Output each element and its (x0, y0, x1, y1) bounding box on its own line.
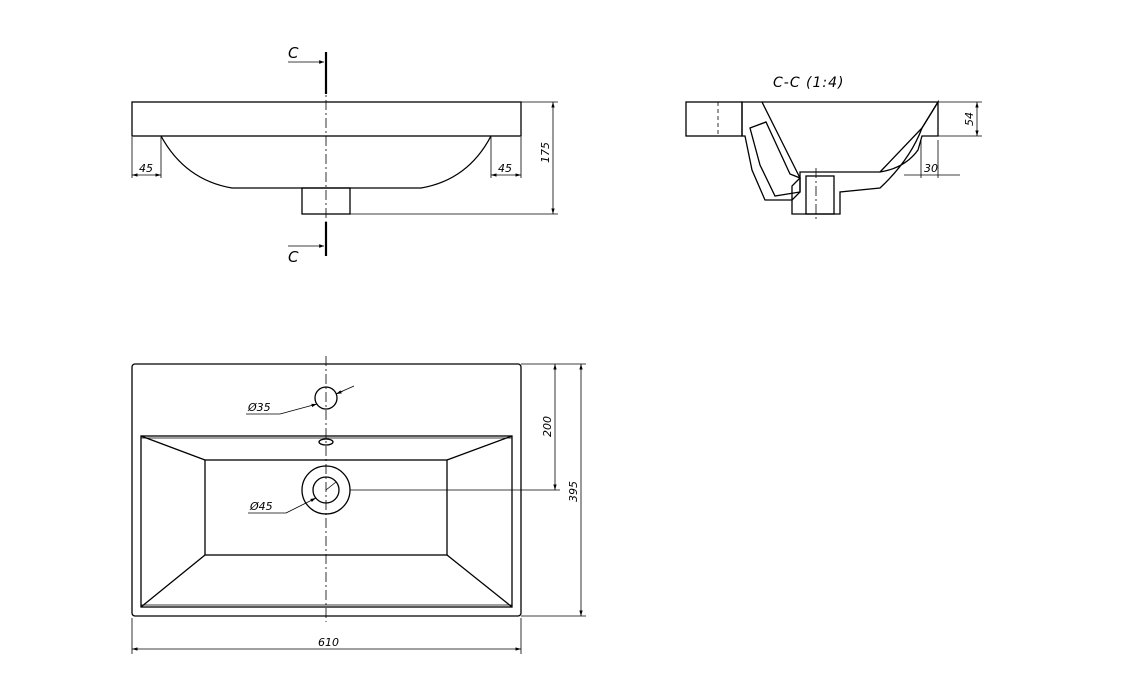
cut-marker-top: C (288, 44, 328, 94)
dim-drain-depth: 200 (350, 363, 560, 491)
top-view: Ø35 Ø45 200 395 610 (131, 356, 586, 654)
dim-section-height-text: 54 (963, 112, 976, 126)
section-bowl (762, 101, 940, 173)
drain-inner (312, 476, 340, 504)
dim-drain-depth-text: 200 (541, 416, 554, 437)
dim-section-offset: 30 (904, 140, 960, 178)
dim-depth-text: 395 (567, 481, 580, 502)
section-wall-left (741, 101, 801, 201)
cut-marker-bottom: C (288, 222, 328, 266)
dim-width-text: 610 (318, 636, 339, 649)
cut-label-bottom: C (288, 248, 299, 266)
dim-side-right-text: 45 (498, 162, 512, 175)
section-view: C-C (1:4) 54 30 (685, 75, 982, 222)
dim-side-right: 45 (490, 137, 522, 178)
dim-overflow-diameter-text: Ø35 (247, 401, 271, 414)
dim-height: 175 (350, 101, 558, 215)
section-rim-left (685, 101, 743, 137)
dim-section-height: 54 (938, 101, 982, 137)
dim-section-offset-text: 30 (924, 162, 938, 175)
front-view-slab (131, 101, 522, 137)
front-view: C C 45 45 175 (131, 44, 558, 266)
dim-side-left-text: 45 (139, 162, 153, 175)
dim-drain-diameter: Ø45 (248, 481, 337, 514)
dim-overflow-diameter: Ø35 (246, 401, 318, 415)
dim-width: 610 (131, 618, 522, 654)
faucet-hole (314, 386, 338, 410)
dim-depth: 395 (521, 363, 586, 617)
section-drain-bore (805, 175, 835, 215)
dim-height-text: 175 (539, 142, 552, 163)
cut-label-top: C (288, 44, 299, 62)
section-title: C-C (1:4) (773, 75, 845, 91)
section-floor (791, 99, 939, 215)
dim-drain-diameter-text: Ø45 (249, 500, 273, 513)
dim-side-left: 45 (131, 137, 162, 178)
overflow-slot (318, 438, 334, 446)
top-view-bowl-outer (140, 435, 513, 608)
